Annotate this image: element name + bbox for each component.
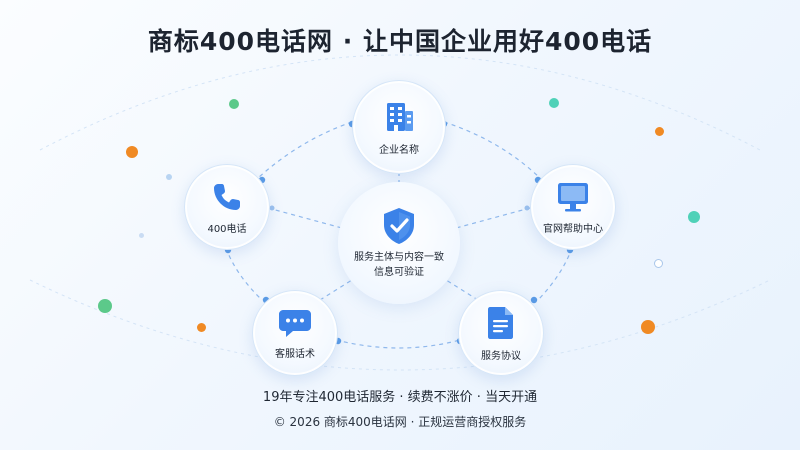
- node-script[interactable]: 客服话术: [252, 290, 338, 376]
- center-label: 服务主体与内容一致 信息可验证: [354, 250, 444, 280]
- footer-copyright: © 2026 商标400电话网 · 正规运营商授权服务: [273, 415, 527, 429]
- center-label-line2: 信息可验证: [374, 267, 424, 278]
- document-icon: [488, 306, 513, 339]
- center-label-line1: 服务主体与内容一致: [354, 252, 444, 263]
- spoke-phone: [267, 207, 343, 229]
- link-company-website: [443, 121, 541, 179]
- footer-tagline: 19年专注400电话服务 · 续费不涨价 · 当天开通: [262, 390, 538, 405]
- spoke-script: [319, 279, 353, 301]
- decor-dot-green: [229, 99, 239, 109]
- node-script-label: 客服话术: [275, 348, 315, 360]
- decor-dot-teal: [549, 98, 559, 108]
- spoke-website: [455, 207, 531, 229]
- decor-dot-orange: [641, 320, 655, 334]
- link-script-agreement: [335, 339, 461, 349]
- decor-dot-green: [98, 299, 112, 313]
- node-agreement[interactable]: 服务协议: [458, 290, 544, 376]
- node-website-label: 官网帮助中心: [543, 223, 603, 235]
- node-website[interactable]: 官网帮助中心: [530, 164, 616, 250]
- outer-arc-top: [39, 54, 761, 151]
- link-website-agreement: [537, 247, 573, 301]
- decor-dot-orange: [197, 323, 206, 332]
- node-company-label: 企业名称: [379, 144, 419, 156]
- decor-dot-orange: [655, 127, 664, 136]
- monitor-icon: [558, 182, 588, 211]
- phone-icon: [214, 183, 240, 210]
- decor-dot-orange: [126, 146, 138, 158]
- node-phone-label: 400电话: [207, 223, 247, 235]
- connector-dot: [269, 205, 275, 211]
- link-phone-script: [225, 247, 263, 301]
- decor-dot-blue: [166, 174, 172, 180]
- decor-dot-ring: [654, 259, 663, 268]
- center-verification: 服务主体与内容一致 信息可验证: [338, 182, 460, 304]
- shield-check-icon: [384, 208, 414, 244]
- outer-arc-bottom: [29, 279, 771, 371]
- building-icon: [387, 102, 413, 131]
- decor-dot-blue: [139, 233, 144, 238]
- node-phone[interactable]: 400电话: [184, 164, 270, 250]
- node-agreement-label: 服务协议: [481, 350, 521, 362]
- link-company-phone: [257, 121, 353, 179]
- decor-dot-teal: [688, 211, 700, 223]
- connector-dot: [524, 205, 530, 211]
- node-company[interactable]: 企业名称: [352, 80, 446, 174]
- chat-bubble-icon: [279, 309, 311, 337]
- spoke-agreement: [445, 279, 479, 301]
- page-title: 商标400电话网 · 让中国企业用好400电话: [147, 27, 653, 56]
- connector-dot: [530, 296, 538, 304]
